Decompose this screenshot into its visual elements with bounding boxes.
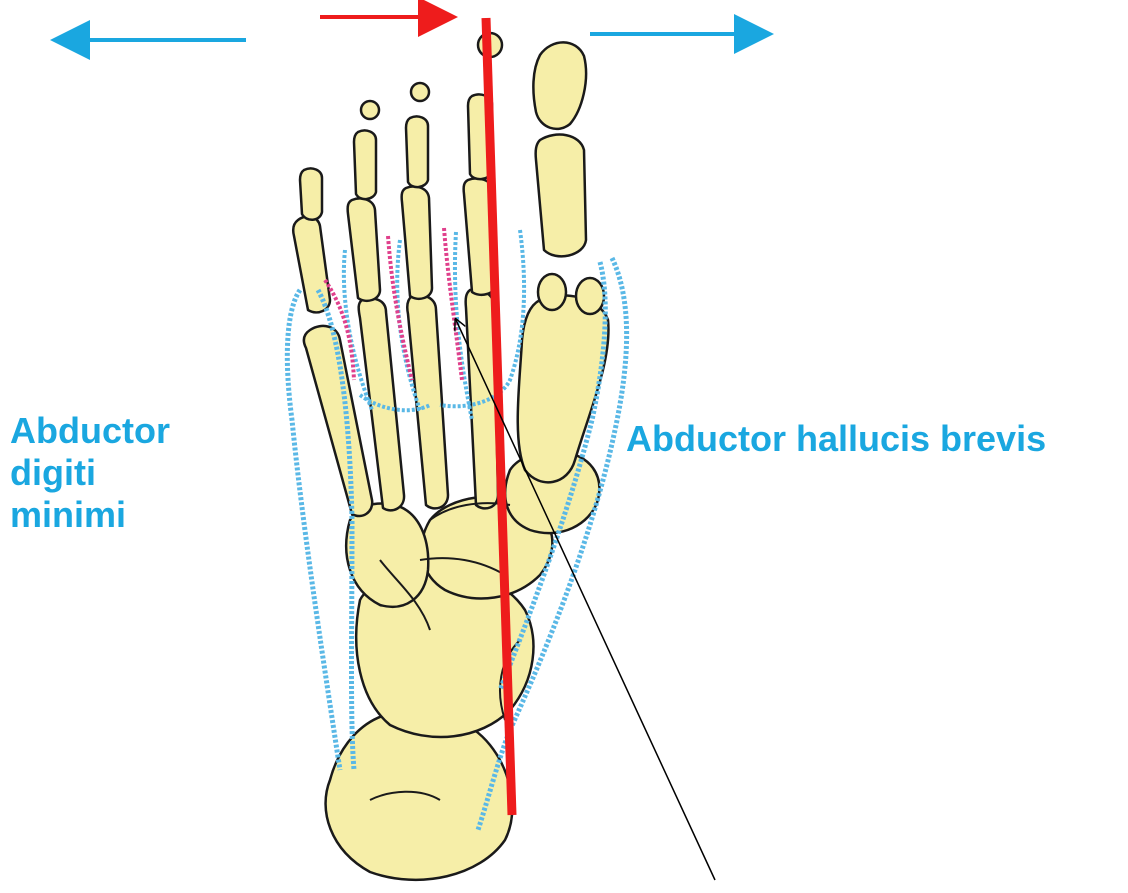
phalanx xyxy=(348,198,380,300)
phalanx xyxy=(361,101,379,119)
sesamoid-bone xyxy=(576,278,604,314)
phalanx xyxy=(411,83,429,101)
abductor-digiti-minimi-label: Abductor digiti minimi xyxy=(10,410,240,536)
abductor-hallucis-brevis-label: Abductor hallucis brevis xyxy=(626,418,1046,460)
phalanx xyxy=(533,42,586,129)
phalanx xyxy=(536,135,586,257)
metatarsal-3 xyxy=(407,295,448,508)
label-line: minimi xyxy=(10,494,240,536)
phalanx xyxy=(406,116,428,187)
phalanx xyxy=(354,130,376,199)
phalanx xyxy=(300,168,322,219)
phalanx xyxy=(402,186,432,298)
label-line: Abductor xyxy=(10,410,240,452)
metatarsal-1 xyxy=(518,295,609,482)
cuboid-bone xyxy=(346,503,428,606)
sesamoid-bone xyxy=(538,274,566,310)
foot-skeleton xyxy=(293,33,608,880)
label-line: digiti xyxy=(10,452,240,494)
